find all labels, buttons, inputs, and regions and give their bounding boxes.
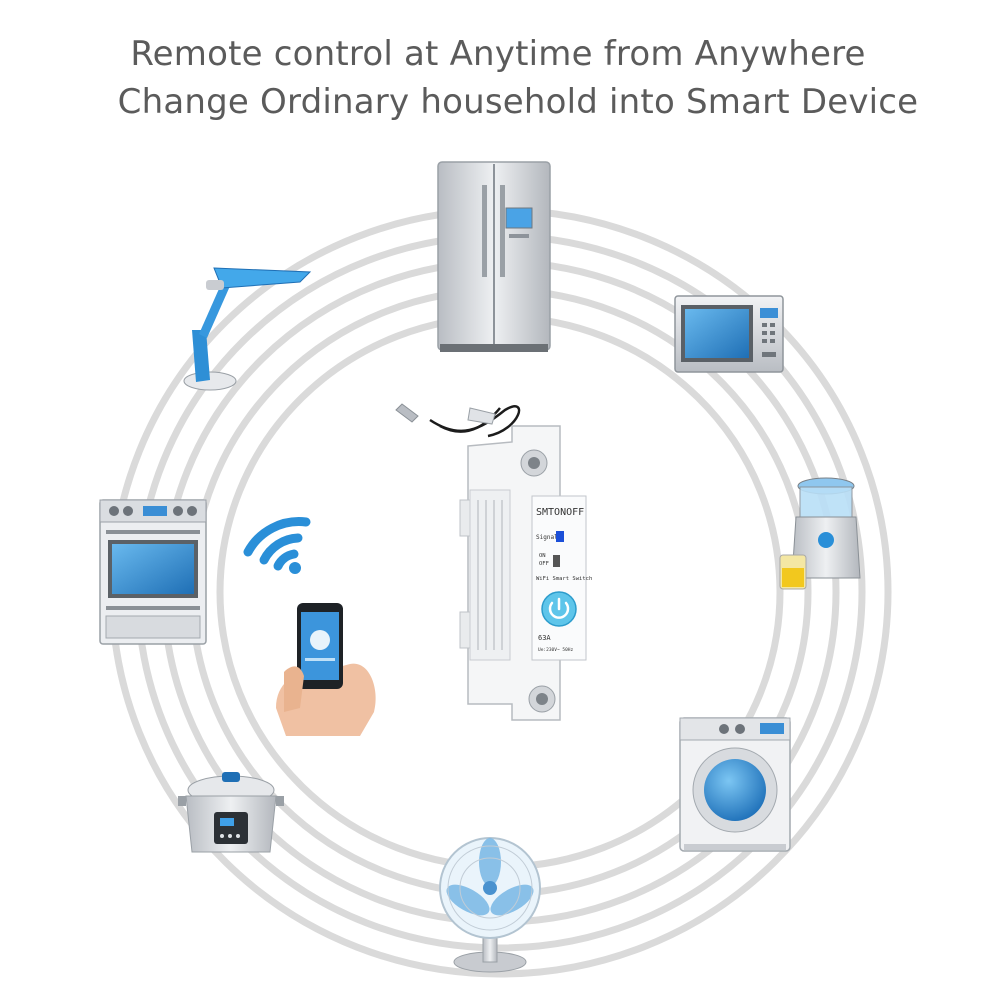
- headline-line-1: Remote control at Anytime from Anywhere: [130, 34, 866, 74]
- switch-off-label: OFF: [539, 561, 549, 567]
- switch-brand-label: SMTONOFF: [536, 507, 584, 518]
- rice-cooker-icon: [178, 772, 284, 853]
- fan-icon: [439, 837, 541, 973]
- switch-on-label: ON: [539, 553, 546, 559]
- smart-breaker-device: SMTONOFF Signal ON OFF WiFi Smart Switch…: [395, 403, 592, 721]
- switch-model-label: WiFi Smart Switch: [536, 576, 592, 582]
- washing-machine-icon: [679, 717, 791, 852]
- smartphone-hand-icon: [276, 603, 376, 736]
- microwave-icon: [674, 295, 784, 373]
- wifi-icon: [243, 517, 311, 574]
- signal-indicator: [556, 531, 564, 542]
- headline-line-2: Change Ordinary household into Smart Dev…: [117, 82, 919, 122]
- manual-toggle[interactable]: [553, 555, 560, 567]
- switch-rating-label: 63A: [538, 634, 551, 642]
- desk-lamp-icon: [183, 267, 312, 391]
- switch-voltage-label: Ue:230V~ 50Hz: [538, 647, 574, 653]
- juicer-icon: [779, 477, 861, 590]
- refrigerator-icon: [437, 161, 551, 352]
- switch-signal-label: Signal: [536, 534, 558, 541]
- oven-icon: [99, 499, 207, 645]
- power-symbol-icon: [548, 597, 570, 619]
